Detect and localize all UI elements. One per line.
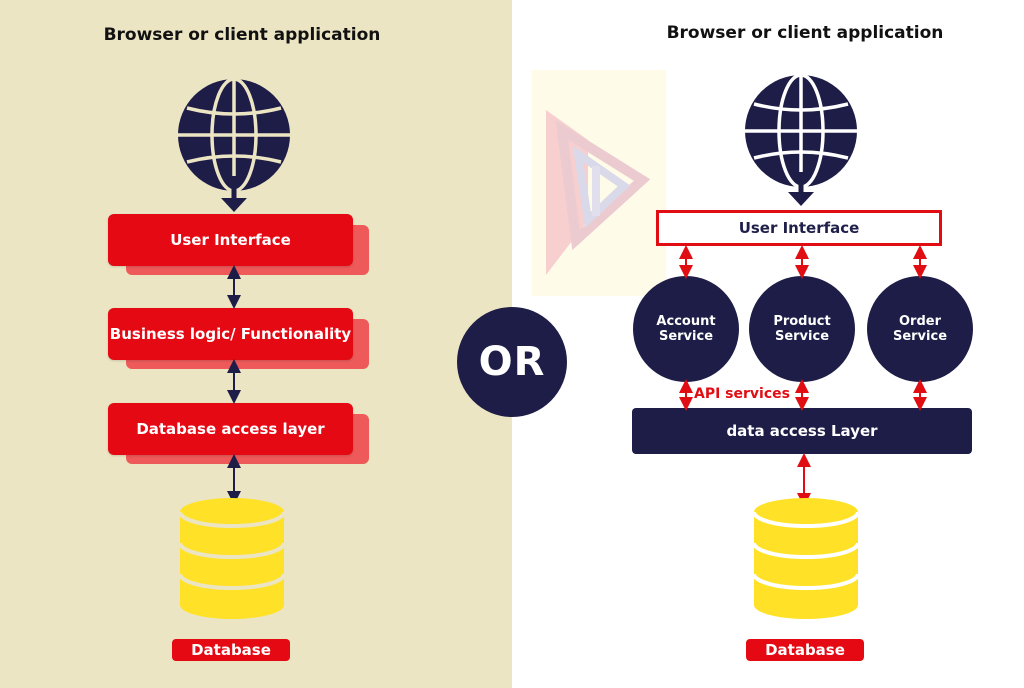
arrow-down-icon [788,172,814,206]
database-icon [178,498,286,619]
left-heading: Browser or client application [103,25,381,45]
or-badge: OR [457,307,567,417]
service-label: Product [773,314,831,329]
service-label: Service [774,329,830,344]
order-service: Order Service [867,276,973,382]
service-label: Account [656,314,716,329]
data-access-layer-bar: data access Layer [632,408,972,454]
user-interface-box: User Interface [656,210,942,246]
right-heading: Browser or client application [666,23,944,43]
right-database-label: Database [746,639,864,661]
database-access-layer: Database access layer [108,403,353,455]
business-logic-layer: Business logic/ Functionality [108,308,353,360]
arrow-down-icon [221,176,247,212]
service-label: Service [892,329,948,344]
account-service: Account Service [633,276,739,382]
database-icon [752,498,860,619]
user-interface-layer: User Interface [108,214,353,266]
globe-icon [178,77,290,193]
api-services-label: API services [694,386,790,402]
service-label: Order [899,314,941,329]
service-label: Service [658,329,714,344]
product-service: Product Service [749,276,855,382]
watermark-logo [532,70,666,296]
globe-icon [745,73,857,189]
left-database-label: Database [172,639,290,661]
